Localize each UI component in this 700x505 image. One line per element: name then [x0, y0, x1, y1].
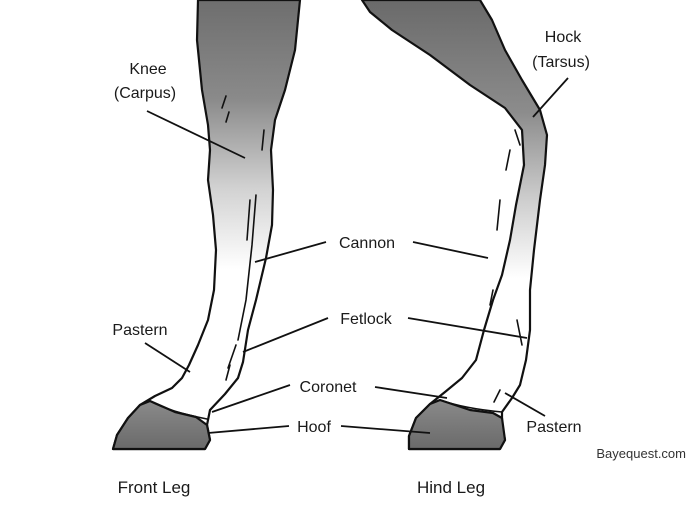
hoof-leader-hind	[340, 425, 431, 434]
label-hoof: Hoof	[297, 419, 331, 436]
label-pastern-front: Pastern	[112, 322, 167, 339]
hind-hoof	[407, 398, 507, 451]
label-tarsus: (Tarsus)	[532, 54, 590, 71]
cannon-leader-hind	[412, 241, 489, 259]
fetlock-leader-front	[242, 317, 329, 353]
watermark: Bayequest.com	[596, 446, 686, 461]
hock-leader	[532, 77, 569, 118]
front-leg	[111, 0, 302, 451]
hoof-leader-front	[207, 425, 290, 434]
fetlock-leader-hind	[407, 317, 528, 339]
coronet-leader-front	[211, 384, 291, 413]
hind-leg	[360, 0, 549, 451]
label-pastern-hind: Pastern	[526, 419, 581, 436]
label-cannon: Cannon	[339, 235, 395, 252]
label-hock: Hock	[545, 29, 582, 46]
label-fetlock: Fetlock	[340, 311, 393, 328]
pastern-front-leader	[144, 342, 191, 373]
leader-lines	[144, 77, 569, 434]
pastern-hind-leader	[504, 392, 546, 417]
label-carpus: (Carpus)	[114, 85, 176, 102]
coronet-leader-hind	[374, 386, 448, 399]
caption-hind-leg: Hind Leg	[417, 478, 485, 497]
front-hoof	[111, 399, 212, 451]
caption-front-leg: Front Leg	[118, 478, 191, 497]
knee-leader	[146, 110, 246, 159]
label-coronet: Coronet	[300, 379, 357, 396]
label-knee: Knee	[129, 61, 166, 78]
cannon-leader-front	[254, 241, 327, 263]
